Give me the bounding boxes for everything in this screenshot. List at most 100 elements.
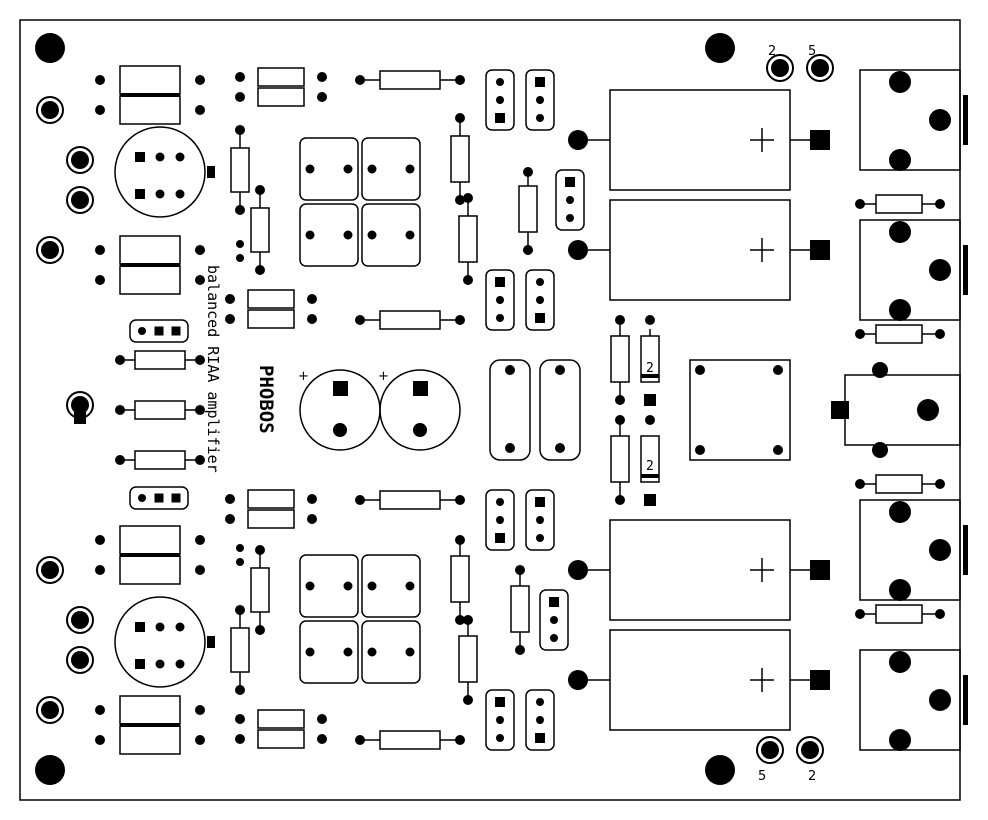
pad xyxy=(175,152,185,162)
pad xyxy=(225,494,235,504)
square-pad xyxy=(74,412,86,424)
resistor xyxy=(875,194,923,214)
square-pad xyxy=(171,326,181,336)
mount-hole xyxy=(806,54,834,82)
input-jack xyxy=(859,499,961,601)
pad xyxy=(235,92,245,102)
pad xyxy=(195,75,205,85)
square-pad xyxy=(495,533,505,543)
pad xyxy=(71,611,89,629)
pad xyxy=(317,72,327,82)
resistor xyxy=(257,67,305,87)
cap-right-plus: + xyxy=(378,369,389,384)
pad xyxy=(41,241,59,259)
pad xyxy=(155,659,165,669)
resistor xyxy=(230,147,250,193)
pad xyxy=(175,189,185,199)
square-pad xyxy=(810,670,830,690)
mount-hole xyxy=(35,33,65,63)
pad xyxy=(367,164,377,174)
pad xyxy=(496,96,504,104)
square-pad xyxy=(171,493,181,503)
pad xyxy=(307,494,317,504)
mount-hole xyxy=(796,736,824,764)
pad xyxy=(41,561,59,579)
relay-pad-block xyxy=(361,137,421,201)
jack-tab xyxy=(963,245,968,295)
pad xyxy=(317,714,327,724)
pad xyxy=(195,275,205,285)
resistor xyxy=(379,490,441,510)
pad xyxy=(566,214,574,222)
pad xyxy=(568,240,588,260)
cap-left-plus: + xyxy=(298,369,309,384)
pad xyxy=(41,701,59,719)
resistor xyxy=(134,450,186,470)
square-pad xyxy=(154,493,164,503)
mount-hole xyxy=(66,606,94,634)
pad xyxy=(95,735,105,745)
relay-pad-block xyxy=(299,203,359,267)
pin-header xyxy=(525,689,555,751)
pad xyxy=(550,616,558,624)
mount-hole xyxy=(66,186,94,214)
pad xyxy=(536,114,544,122)
pad xyxy=(889,221,911,243)
socket-key xyxy=(207,166,215,178)
pad xyxy=(71,151,89,169)
valve-socket xyxy=(114,596,206,688)
pad xyxy=(235,72,245,82)
pad xyxy=(505,443,515,453)
cap-divider xyxy=(120,93,180,97)
jack-tab xyxy=(963,95,968,145)
resistor xyxy=(458,635,478,683)
pad xyxy=(138,327,146,335)
pad xyxy=(367,647,377,657)
pad xyxy=(236,240,244,248)
resistor xyxy=(247,309,295,329)
pad xyxy=(225,294,235,304)
square-pad xyxy=(565,177,575,187)
resistor xyxy=(134,400,186,420)
mount-hole xyxy=(35,755,65,785)
bridge-rectifier xyxy=(689,359,791,461)
resistor xyxy=(250,207,270,253)
board-title: PHOBOS xyxy=(255,365,277,434)
pin-header xyxy=(485,269,515,331)
resistor xyxy=(247,489,295,509)
valve-socket xyxy=(114,126,206,218)
resistor xyxy=(257,709,305,729)
square-pad xyxy=(810,560,830,580)
pad xyxy=(405,164,415,174)
pad xyxy=(496,734,504,742)
pad xyxy=(889,651,911,673)
pad xyxy=(367,581,377,591)
square-pad xyxy=(831,401,849,419)
pad xyxy=(889,501,911,523)
pad xyxy=(343,581,353,591)
capacitor-right: + xyxy=(378,369,461,451)
pad xyxy=(496,498,504,506)
pad xyxy=(773,445,783,455)
square-pad xyxy=(135,659,145,669)
resistor xyxy=(134,350,186,370)
square-pad xyxy=(535,733,545,743)
square-pad xyxy=(495,697,505,707)
resistor xyxy=(875,324,923,344)
pad xyxy=(317,92,327,102)
resistor xyxy=(450,555,470,603)
square-pad xyxy=(135,622,145,632)
pad-label-top-2: 2 xyxy=(768,44,776,59)
square-pad xyxy=(495,277,505,287)
pad xyxy=(225,314,235,324)
resistor xyxy=(510,585,530,633)
pad xyxy=(95,535,105,545)
pad xyxy=(889,71,911,93)
pad xyxy=(175,622,185,632)
pad xyxy=(367,230,377,240)
diode-band xyxy=(641,474,659,478)
pad xyxy=(536,698,544,706)
square-pad xyxy=(154,326,164,336)
pad xyxy=(771,59,789,77)
relay-pad-block xyxy=(361,203,421,267)
